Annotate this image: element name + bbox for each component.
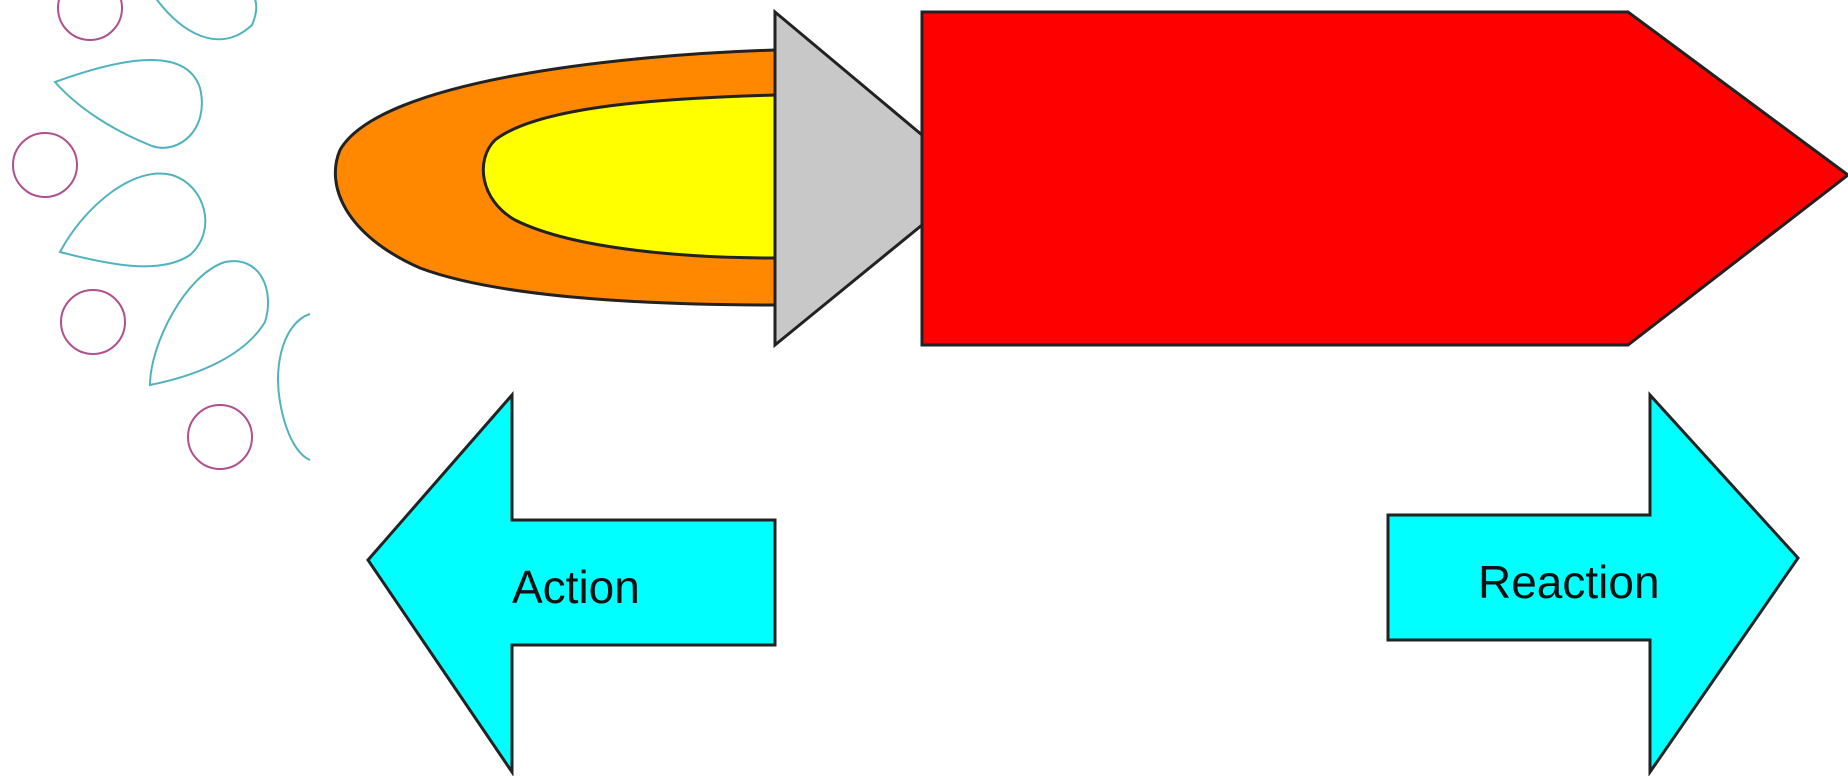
rocket-body [920,10,1848,347]
reaction-label: Reaction [1478,556,1660,608]
flame-inner [481,93,777,260]
decor-circle-icon [57,0,123,41]
left-arrow-icon [366,391,777,776]
reaction-arrow: Reaction [1386,391,1800,776]
decor-petal-icon [148,260,270,387]
decor-petal-icon [53,59,203,149]
decor-partial-circle-icon [277,313,311,461]
rocket-flame [333,48,777,307]
action-label: Action [512,561,640,613]
decor-circle-icon [187,404,253,470]
floral-decoration-icon [12,0,311,470]
decor-circle-icon [12,132,78,198]
action-arrow: Action [366,391,777,776]
right-arrow-icon [1386,391,1800,776]
decor-petal-icon [58,172,207,268]
decor-circle-icon [60,289,126,355]
rocket-nozzle [773,8,924,349]
decor-petal-icon [155,0,258,41]
